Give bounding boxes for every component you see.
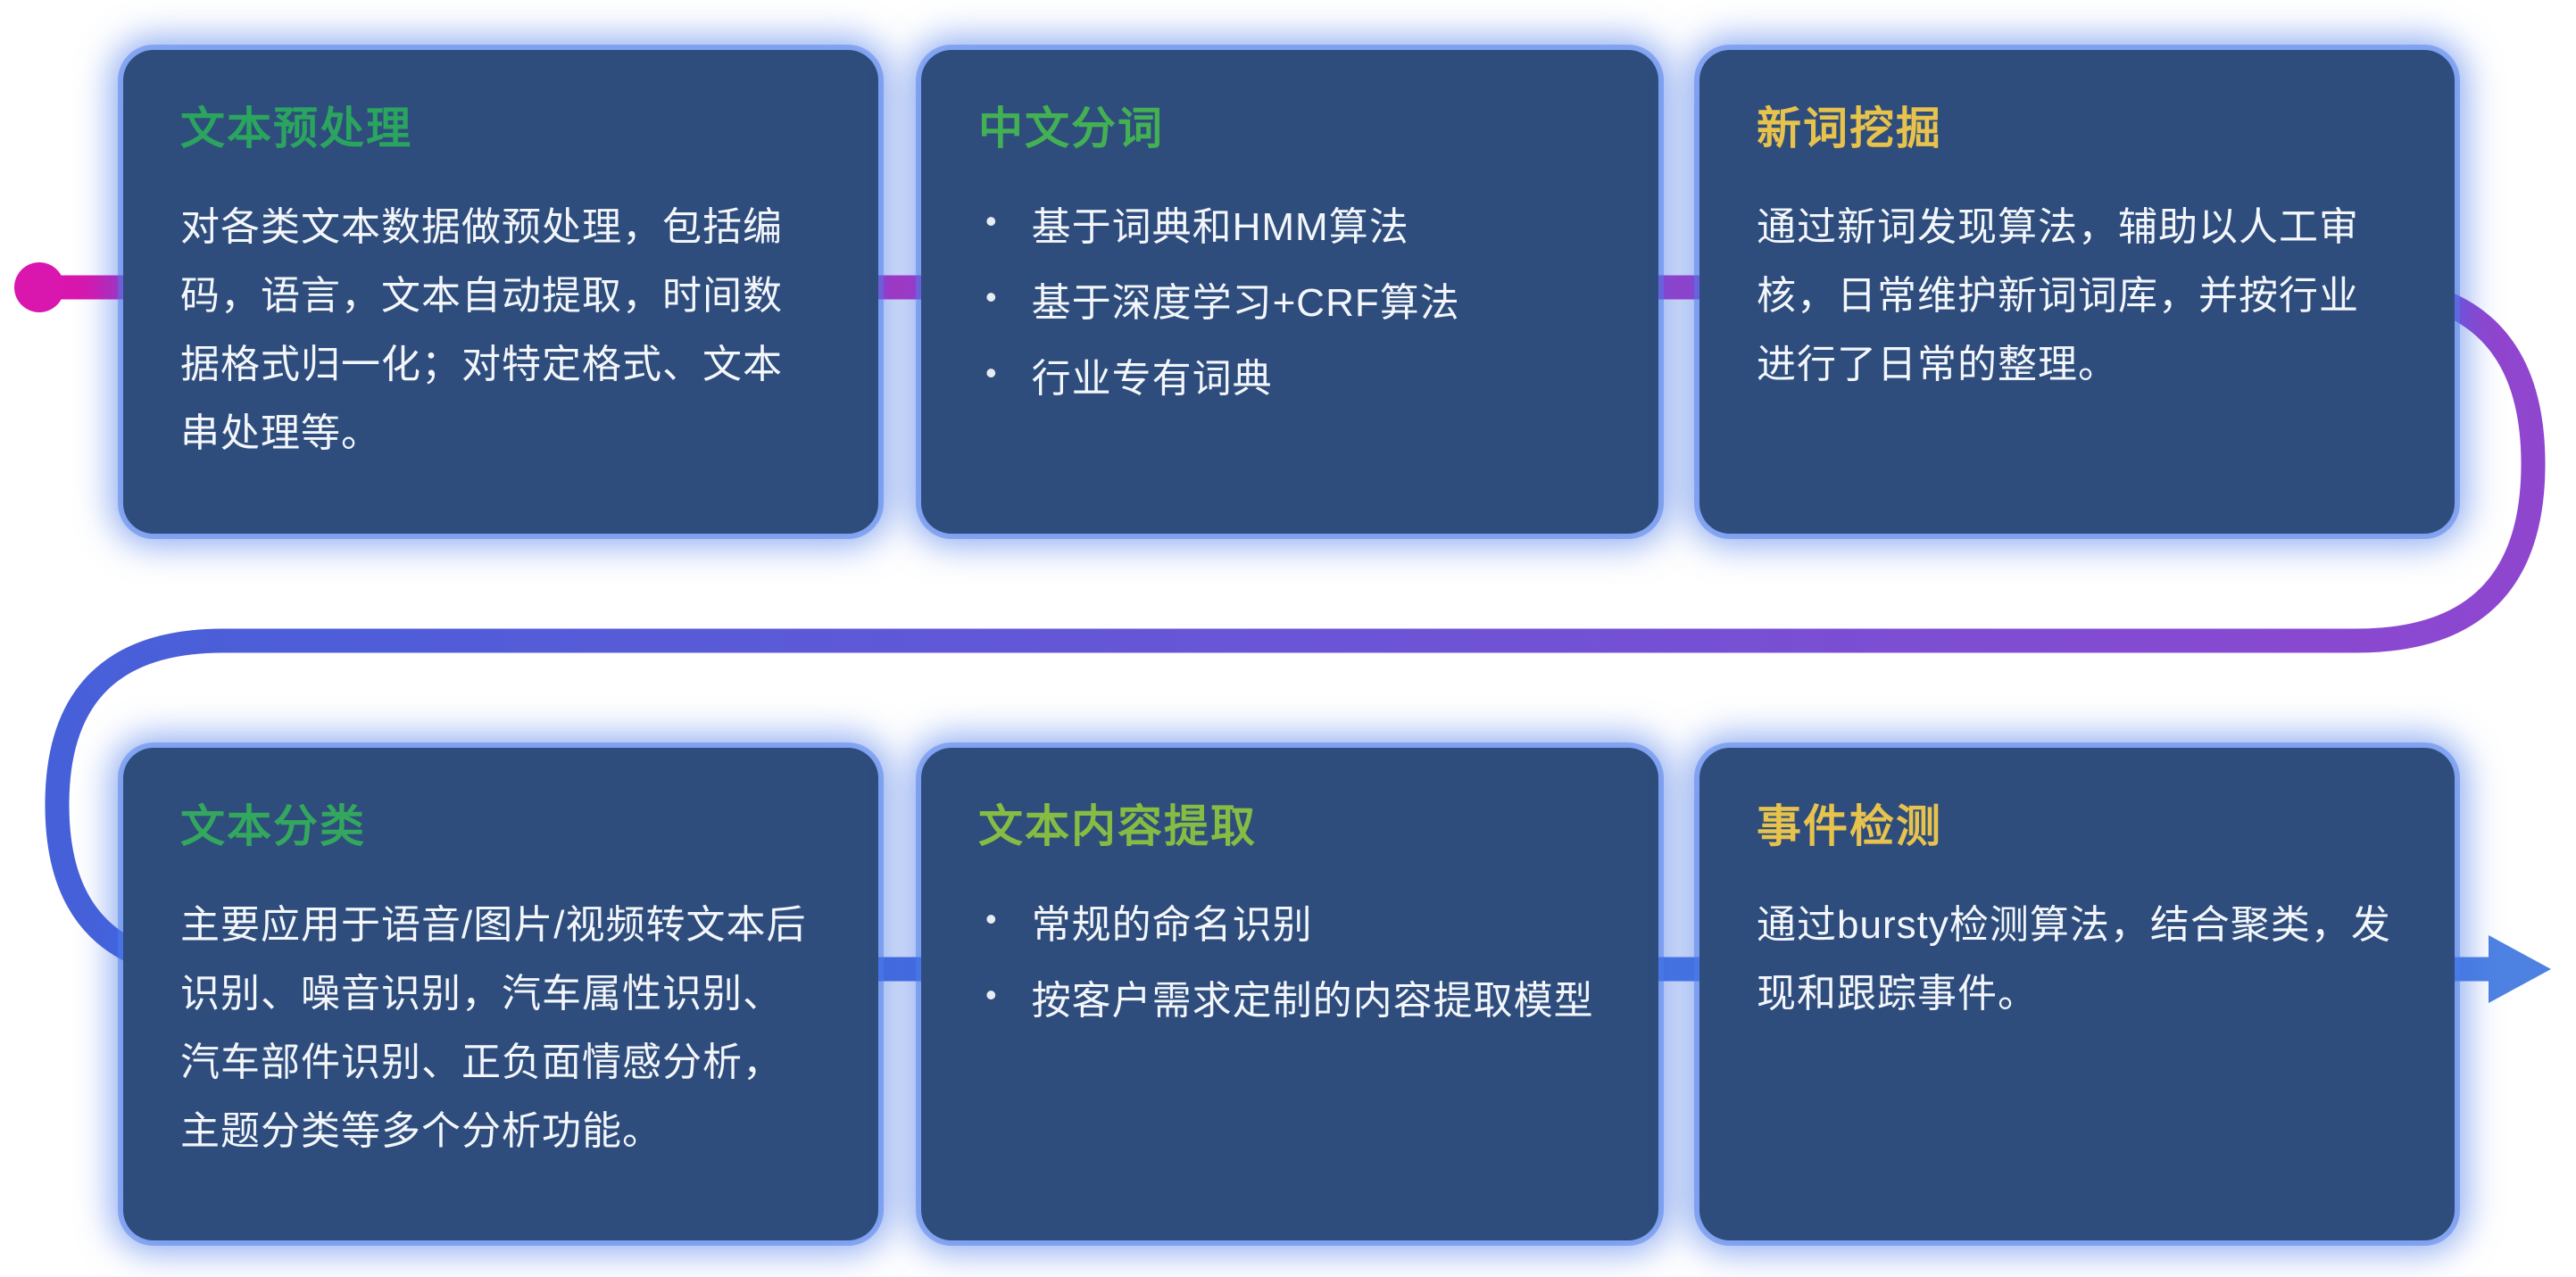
card-text-preprocessing: 文本预处理 对各类文本数据做预处理，包括编码，语言，文本自动提取，时间数据格式归…: [123, 50, 878, 534]
card-body: 通过新词发现算法，辅助以人工审核，日常维护新词词库，并按行业进行了日常的整理。: [1757, 205, 2359, 386]
bullet-text: 基于深度学习+CRF算法: [1031, 281, 1460, 325]
bullet-item: • 基于深度学习+CRF算法: [985, 269, 1601, 337]
card-new-word-mining: 新词挖掘 通过新词发现算法，辅助以人工审核，日常维护新词词库，并按行业进行了日常…: [1699, 50, 2455, 534]
bullet-icon: •: [985, 203, 998, 239]
bullet-item: • 常规的命名识别: [985, 891, 1601, 959]
flow-segment-middle: [45, 452, 2546, 817]
card-body: 对各类文本数据做预处理，包括编码，语言，文本自动提取，时间数据格式归一化；对特定…: [180, 205, 783, 455]
bullet-icon: •: [985, 354, 998, 391]
card-title: 文本分类: [180, 801, 366, 851]
card-title: 中文分词: [978, 104, 1164, 153]
card-text-content-extraction: 文本内容提取 • 常规的命名识别 • 按客户需求定制的内容提取模型: [921, 748, 1658, 1240]
bullet-text: 行业专有词典: [1031, 357, 1273, 401]
card-title: 文本内容提取: [978, 801, 1257, 851]
bullet-text: 按客户需求定制的内容提取模型: [1031, 979, 1594, 1023]
card-text-classification: 文本分类 主要应用于语音/图片/视频转文本后识别、噪音识别，汽车属性识别、汽车部…: [123, 748, 878, 1240]
card-event-detection: 事件检测 通过bursty检测算法，结合聚类，发现和跟踪事件。: [1699, 748, 2455, 1240]
bullet-item: • 基于词典和HMM算法: [985, 193, 1601, 261]
card-title: 文本预处理: [180, 104, 412, 153]
bullet-icon: •: [985, 976, 998, 1013]
card-bullet-list: • 常规的命名识别 • 按客户需求定制的内容提取模型: [978, 891, 1601, 1035]
bullet-icon: •: [985, 900, 998, 937]
card-title: 事件检测: [1757, 801, 1942, 851]
bullet-item: • 按客户需求定制的内容提取模型: [985, 966, 1601, 1035]
card-title: 新词挖掘: [1757, 104, 1942, 153]
card-bullet-list: • 基于词典和HMM算法 • 基于深度学习+CRF算法 • 行业专有词典: [978, 193, 1601, 413]
flow-start-dot: [14, 262, 64, 312]
card-body: 主要应用于语音/图片/视频转文本后识别、噪音识别，汽车属性识别、汽车部件识别、正…: [180, 903, 807, 1153]
arrow-right-icon: [2489, 935, 2551, 1003]
card-chinese-word-segmentation: 中文分词 • 基于词典和HMM算法 • 基于深度学习+CRF算法 • 行业专有词…: [921, 50, 1658, 534]
bullet-text: 常规的命名识别: [1031, 903, 1313, 947]
bullet-text: 基于词典和HMM算法: [1031, 205, 1409, 249]
card-body: 通过bursty检测算法，结合聚类，发现和跟踪事件。: [1757, 903, 2391, 1016]
bullet-icon: •: [985, 278, 998, 315]
bullet-item: • 行业专有词典: [985, 344, 1601, 413]
